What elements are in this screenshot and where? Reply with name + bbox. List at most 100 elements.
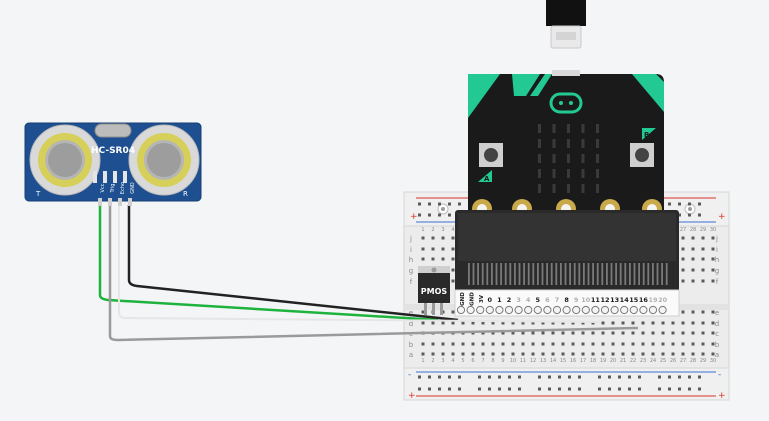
terminal-hole[interactable] <box>711 342 715 346</box>
terminal-hole[interactable] <box>681 236 685 240</box>
terminal-hole[interactable] <box>491 321 495 325</box>
edge-pin-pad[interactable] <box>533 305 542 315</box>
edge-pin-pad[interactable] <box>495 305 504 315</box>
rail-hole[interactable] <box>568 387 571 391</box>
terminal-hole[interactable] <box>621 342 625 346</box>
terminal-hole[interactable] <box>541 331 545 335</box>
terminal-hole[interactable] <box>451 247 455 251</box>
rail-hole[interactable] <box>458 202 461 206</box>
terminal-hole[interactable] <box>651 321 655 325</box>
terminal-hole[interactable] <box>431 352 435 356</box>
terminal-hole[interactable] <box>651 331 655 335</box>
terminal-hole[interactable] <box>621 321 625 325</box>
terminal-hole[interactable] <box>431 321 435 325</box>
rail-hole[interactable] <box>558 387 561 391</box>
terminal-hole[interactable] <box>711 279 715 283</box>
edge-pin-pad[interactable] <box>658 305 667 315</box>
terminal-hole[interactable] <box>671 321 675 325</box>
rail-hole[interactable] <box>498 375 501 379</box>
button-b[interactable] <box>630 143 654 167</box>
terminal-hole[interactable] <box>711 268 715 272</box>
terminal-hole[interactable] <box>461 352 465 356</box>
rail-hole[interactable] <box>568 375 571 379</box>
rail-hole[interactable] <box>518 375 521 379</box>
terminal-hole[interactable] <box>701 257 705 261</box>
terminal-hole[interactable] <box>451 310 455 314</box>
hc-sr04-sensor[interactable]: HC-SR04 T R Vcc Trig Echo GND <box>24 122 202 206</box>
rail-hole[interactable] <box>608 387 611 391</box>
rail-hole[interactable] <box>638 375 641 379</box>
terminal-hole[interactable] <box>501 342 505 346</box>
rail-hole[interactable] <box>608 375 611 379</box>
terminal-hole[interactable] <box>601 321 605 325</box>
rail-hole[interactable] <box>698 202 701 206</box>
rail-hole[interactable] <box>508 375 511 379</box>
terminal-hole[interactable] <box>681 247 685 251</box>
terminal-hole[interactable] <box>671 331 675 335</box>
rail-hole[interactable] <box>598 387 601 391</box>
terminal-hole[interactable] <box>691 352 695 356</box>
terminal-hole[interactable] <box>651 342 655 346</box>
terminal-hole[interactable] <box>501 352 505 356</box>
terminal-hole[interactable] <box>531 352 535 356</box>
rail-hole[interactable] <box>488 375 491 379</box>
terminal-hole[interactable] <box>611 342 615 346</box>
rail-hole[interactable] <box>678 213 681 217</box>
terminal-hole[interactable] <box>421 352 425 356</box>
terminal-hole[interactable] <box>681 310 685 314</box>
rail-hole[interactable] <box>688 202 691 206</box>
edge-pin-pad[interactable] <box>600 305 610 315</box>
terminal-hole[interactable] <box>681 342 685 346</box>
terminal-hole[interactable] <box>471 342 475 346</box>
rail-hole[interactable] <box>698 387 701 391</box>
terminal-hole[interactable] <box>581 321 585 325</box>
terminal-hole[interactable] <box>711 331 715 335</box>
rail-hole[interactable] <box>488 387 491 391</box>
sensor-pin-gnd[interactable] <box>128 198 132 206</box>
terminal-hole[interactable] <box>591 342 595 346</box>
wire-black[interactable] <box>127 205 459 322</box>
rail-hole[interactable] <box>598 375 601 379</box>
terminal-hole[interactable] <box>711 247 715 251</box>
terminal-hole[interactable] <box>611 321 615 325</box>
rail-hole[interactable] <box>518 387 521 391</box>
terminal-hole[interactable] <box>681 352 685 356</box>
terminal-hole[interactable] <box>601 331 605 335</box>
terminal-hole[interactable] <box>591 352 595 356</box>
rail-hole[interactable] <box>508 387 511 391</box>
terminal-hole[interactable] <box>471 321 475 325</box>
terminal-hole[interactable] <box>421 247 425 251</box>
terminal-hole[interactable] <box>701 268 705 272</box>
button-a[interactable] <box>479 143 503 167</box>
edge-pin-pad[interactable] <box>456 305 466 315</box>
terminal-hole[interactable] <box>561 331 565 335</box>
terminal-hole[interactable] <box>611 331 615 335</box>
terminal-hole[interactable] <box>451 342 455 346</box>
terminal-hole[interactable] <box>581 331 585 335</box>
rail-hole[interactable] <box>438 375 441 379</box>
terminal-hole[interactable] <box>681 268 685 272</box>
terminal-hole[interactable] <box>661 342 665 346</box>
rail-hole[interactable] <box>418 375 421 379</box>
terminal-hole[interactable] <box>621 331 625 335</box>
rail-hole[interactable] <box>658 387 661 391</box>
terminal-hole[interactable] <box>561 342 565 346</box>
edge-pin-pad[interactable] <box>629 305 638 315</box>
rail-hole[interactable] <box>448 387 451 391</box>
terminal-hole[interactable] <box>701 279 705 283</box>
terminal-hole[interactable] <box>671 352 675 356</box>
terminal-hole[interactable] <box>621 352 625 356</box>
terminal-hole[interactable] <box>441 247 445 251</box>
terminal-hole[interactable] <box>461 342 465 346</box>
terminal-hole[interactable] <box>531 321 535 325</box>
rail-hole[interactable] <box>548 375 551 379</box>
edge-pin-pad[interactable] <box>514 305 523 315</box>
terminal-hole[interactable] <box>681 279 685 283</box>
terminal-hole[interactable] <box>511 321 515 325</box>
rail-hole[interactable] <box>578 387 581 391</box>
terminal-hole[interactable] <box>541 342 545 346</box>
terminal-hole[interactable] <box>601 352 605 356</box>
microbit-logo-icon[interactable] <box>549 92 583 114</box>
terminal-hole[interactable] <box>531 342 535 346</box>
